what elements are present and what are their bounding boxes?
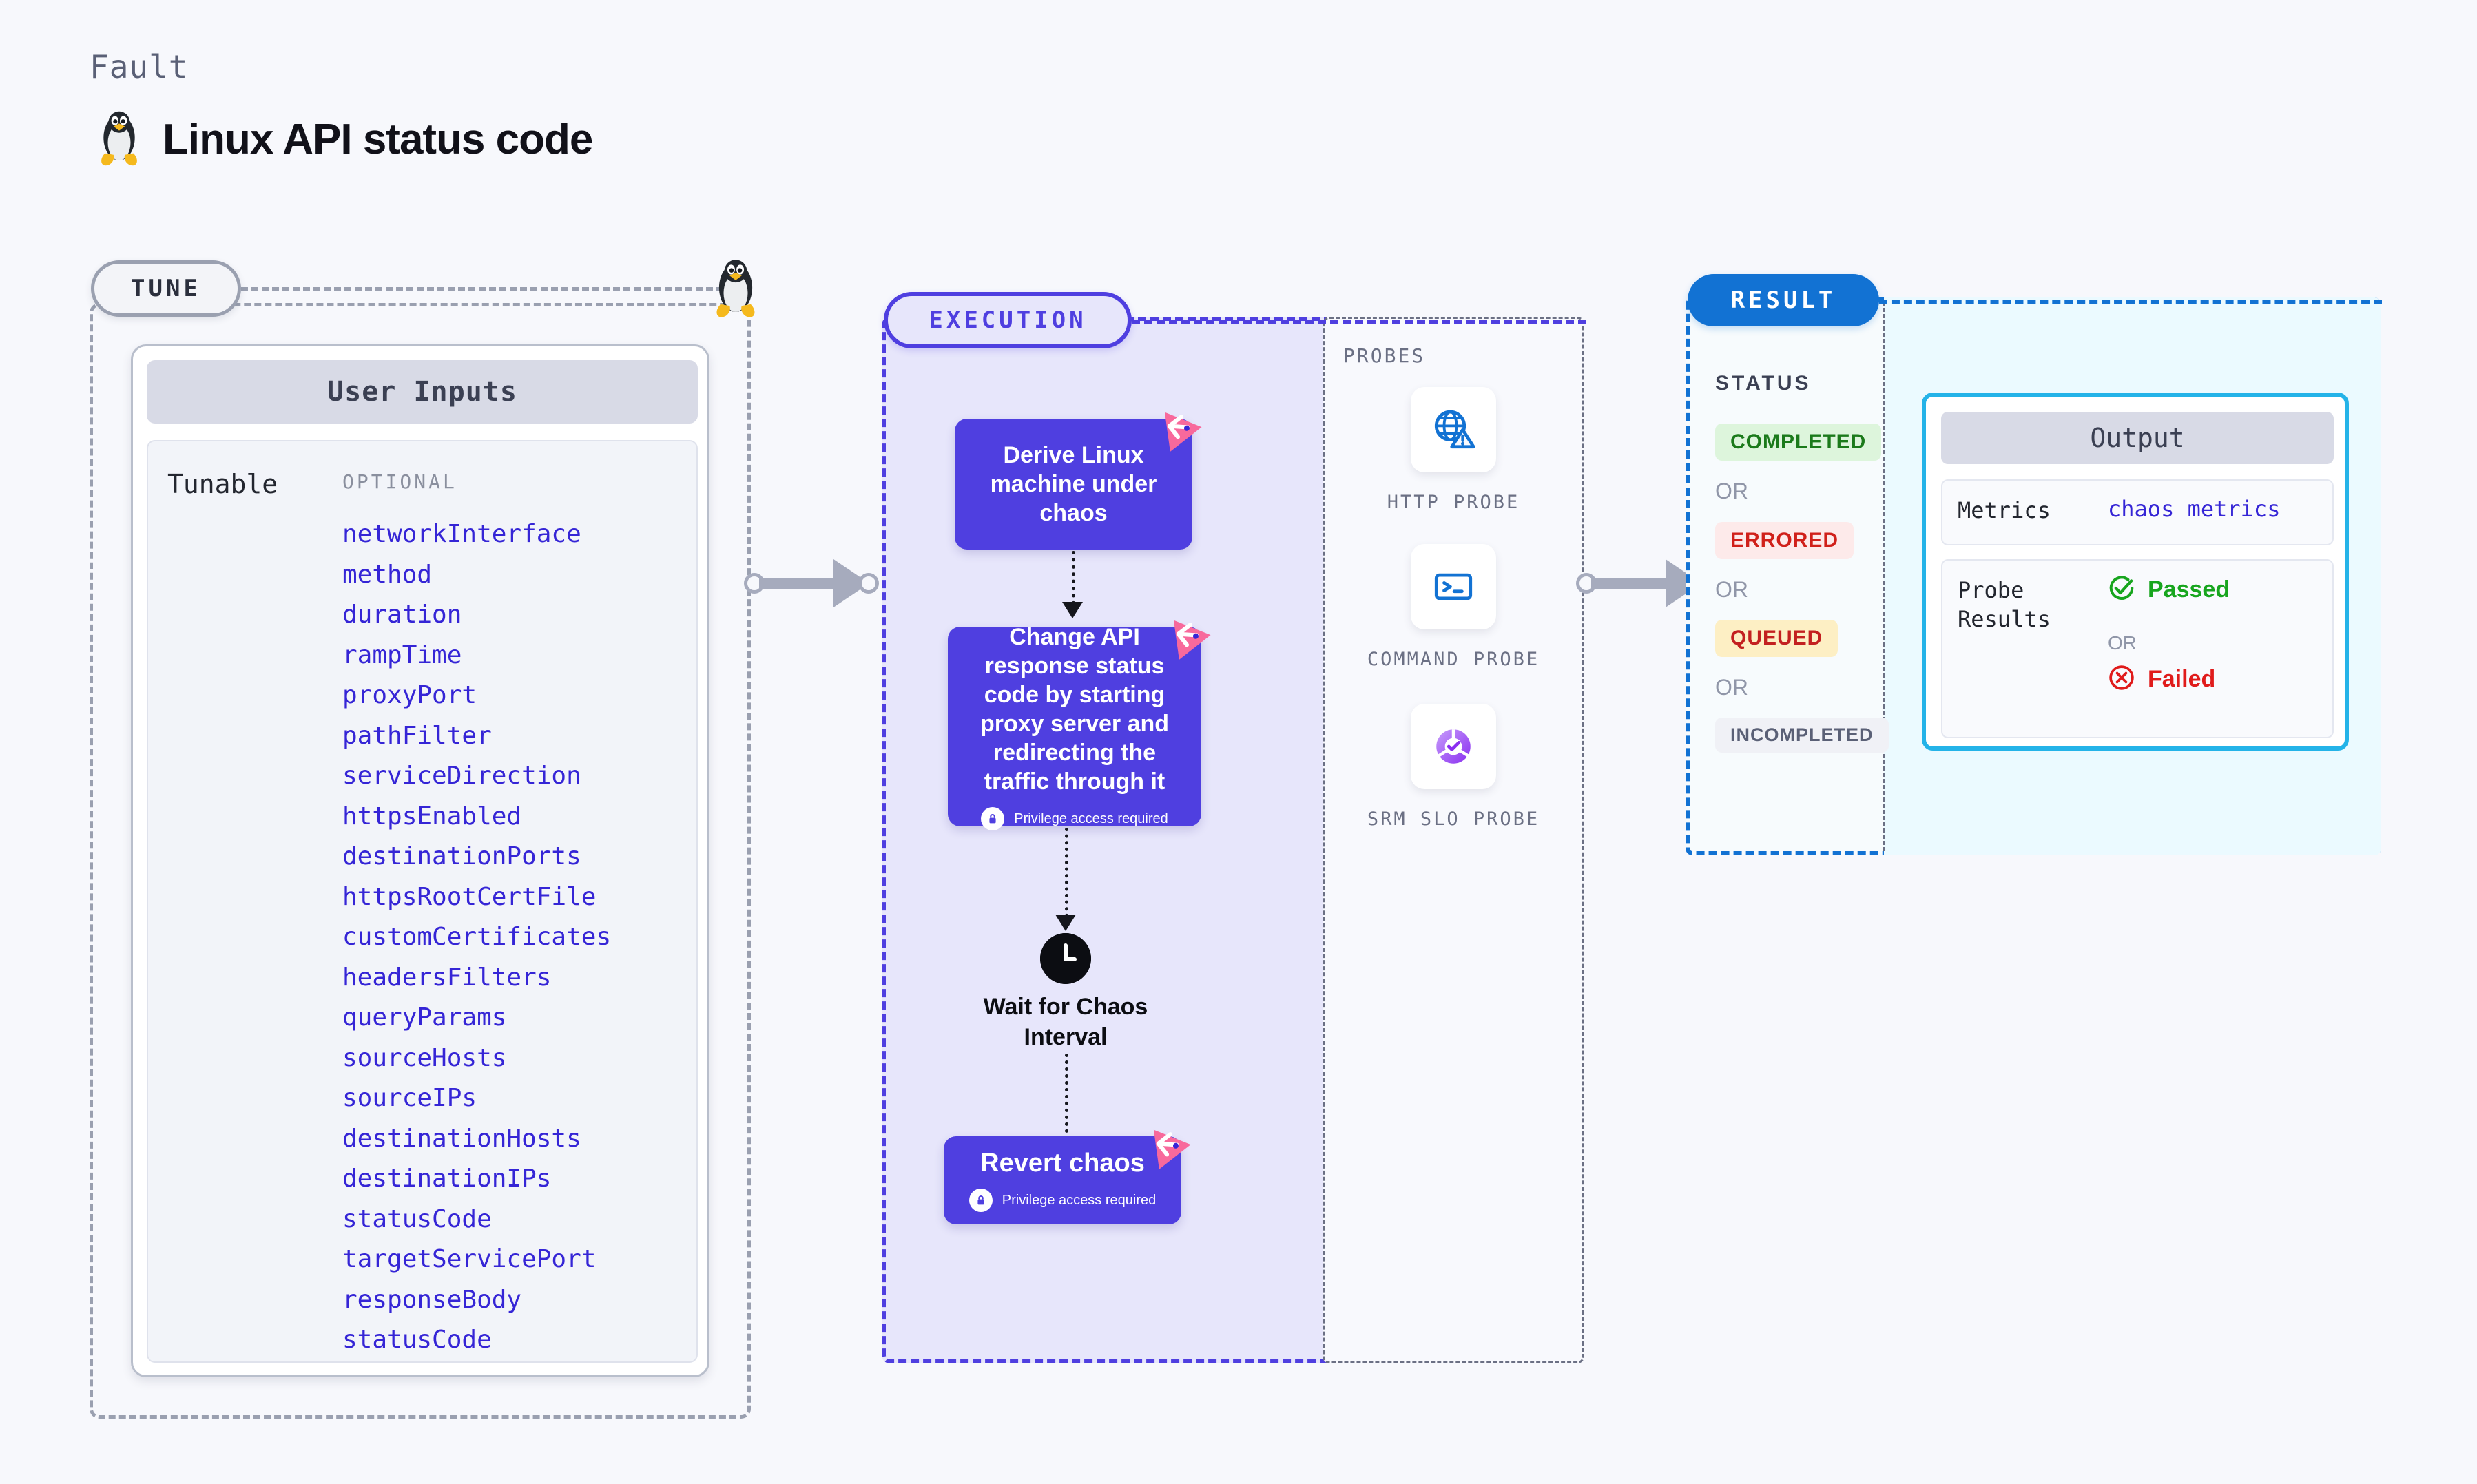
tunable-label: Tunable [167,469,278,499]
output-header: Output [1941,412,2334,464]
optional-label: OPTIONAL [342,470,457,493]
execution-node-label: Derive Linux machine under chaos [990,442,1157,526]
probe-result-or: OR [2108,632,2137,654]
output-card: Output Metrics chaos metrics Probe Resul… [1922,393,2349,751]
privilege-text: Privilege access required [1002,1192,1157,1208]
metrics-key: Metrics [1958,497,2051,523]
tunable-param-list: networkInterface method duration rampTime pr… [342,514,687,1361]
execution-node-derive[interactable]: Derive Linux machine under chaos [955,412,1202,550]
metrics-value[interactable]: chaos metrics [2108,496,2281,522]
tunable-param[interactable]: destinationPorts [342,842,581,870]
tunable-param[interactable]: headersFilters [342,963,552,992]
output-metrics-row: Metrics chaos metrics [1941,479,2334,545]
probe-command[interactable]: COMMAND PROBE [1364,544,1543,672]
slo-donut-icon [1411,704,1496,789]
privilege-badge: Privilege access required [981,807,1168,830]
tunable-param[interactable]: proxyPort [342,681,477,709]
tunable-param[interactable]: method [342,560,433,589]
status-or-2: OR [1715,577,1748,602]
probe-label: HTTP PROBE [1387,492,1520,513]
connector-end-dot [858,573,879,594]
probes-title: PROBES [1343,344,1426,367]
connector-tune-to-execution [744,559,889,607]
flow-arrow-2 [1055,915,1076,931]
probe-http[interactable]: HTTP PROBE [1364,387,1543,515]
page-title-row: Linux API status code [96,109,593,169]
status-or-1: OR [1715,479,1748,503]
output-probe-results-row: Probe Results Passed OR F [1941,559,2334,738]
status-badge-incompleted: INCOMPLETED [1715,718,1889,753]
flow-line-3 [1065,1054,1068,1160]
tune-pill[interactable]: TUNE [91,260,241,317]
flow-line-1 [1072,551,1075,605]
globe-warning-icon [1411,387,1496,472]
x-circle-icon [2108,664,2135,695]
status-title: STATUS [1715,372,1812,395]
tunable-param[interactable]: httpsEnabled [342,802,522,830]
probe-srm-slo[interactable]: SRM SLO PROBE [1364,704,1543,832]
privilege-text: Privilege access required [1014,811,1168,826]
lock-icon [981,807,1005,830]
lock-icon [968,1189,993,1212]
chaos-ribbon-icon [1152,404,1203,454]
tunable-param[interactable]: destinationHosts [342,1124,581,1153]
tune-connector-line [241,287,723,291]
probe-results-key: Probe Results [1958,577,2051,632]
tunable-param[interactable]: pathFilter [342,721,492,750]
status-badge-errored: ERRORED [1715,522,1854,559]
probe-label: SRM SLO PROBE [1367,808,1540,830]
clock-icon [1040,933,1091,984]
status-badge-completed: COMPLETED [1715,424,1882,461]
result-connector-line [1879,300,2382,304]
probe-result-passed: Passed [2108,574,2230,605]
user-inputs-card: User Inputs Tunable OPTIONAL networkInte… [131,344,709,1377]
tunable-param[interactable]: destinationIPs [342,1164,552,1193]
execution-connector-line [1132,320,1586,324]
flow-line-2 [1065,828,1068,917]
tunable-param[interactable]: sourceIPs [342,1084,477,1112]
tunable-param[interactable]: sourceHosts [342,1043,507,1072]
connector-bar [1591,578,1688,589]
result-pill[interactable]: RESULT [1688,274,1879,326]
tunable-param[interactable]: targetServicePort [342,1245,597,1273]
tunable-param[interactable]: serviceDirection [342,762,581,790]
tunable-param[interactable]: statusCode [342,1204,492,1233]
probes-region [1323,317,1584,1363]
status-or-3: OR [1715,675,1748,700]
tunable-param[interactable]: statusCode [342,1326,492,1354]
chaos-ribbon-icon [1161,612,1212,662]
execution-node-label: Change API response status code by start… [980,624,1170,795]
terminal-icon [1411,544,1496,629]
chaos-ribbon-icon [1141,1121,1192,1172]
fault-label: Fault [90,48,189,85]
tunable-param[interactable]: customCertificates [342,923,612,951]
linux-penguin-icon [96,109,142,169]
privilege-badge: Privilege access required [968,1189,1157,1212]
failed-label: Failed [2148,666,2216,692]
probe-label: COMMAND PROBE [1367,649,1540,670]
connector-bar [759,578,856,589]
check-circle-icon [2108,574,2135,605]
tune-region [90,303,751,1419]
tunable-param[interactable]: duration [342,600,462,629]
tunable-param[interactable]: responseBody [342,1285,522,1314]
tunable-box: Tunable OPTIONAL networkInterface method d… [147,440,698,1363]
result-column-divider [1883,302,1885,851]
tunable-param[interactable]: queryParams [342,1003,507,1032]
execution-pill[interactable]: EXECUTION [884,292,1132,348]
probe-result-failed: Failed [2108,664,2215,695]
status-badge-queued: QUEUED [1715,620,1838,657]
passed-label: Passed [2148,576,2230,603]
flow-arrow-1 [1062,602,1083,618]
execution-node-label: Revert chaos [980,1149,1145,1178]
page-title: Linux API status code [163,115,593,163]
execution-node-change-status[interactable]: Change API response status code by start… [948,620,1211,830]
execution-node-revert[interactable]: Revert chaos Privilege access required [944,1129,1191,1224]
tunable-param[interactable]: httpsRootCertFile [342,882,597,911]
wait-for-chaos-interval-label: Wait for Chaos Interval [983,994,1148,1050]
tune-linux-penguin-icon [709,258,762,321]
tunable-param[interactable]: rampTime [342,640,462,669]
user-inputs-header: User Inputs [147,360,698,424]
tunable-param[interactable]: networkInterface [342,520,581,548]
